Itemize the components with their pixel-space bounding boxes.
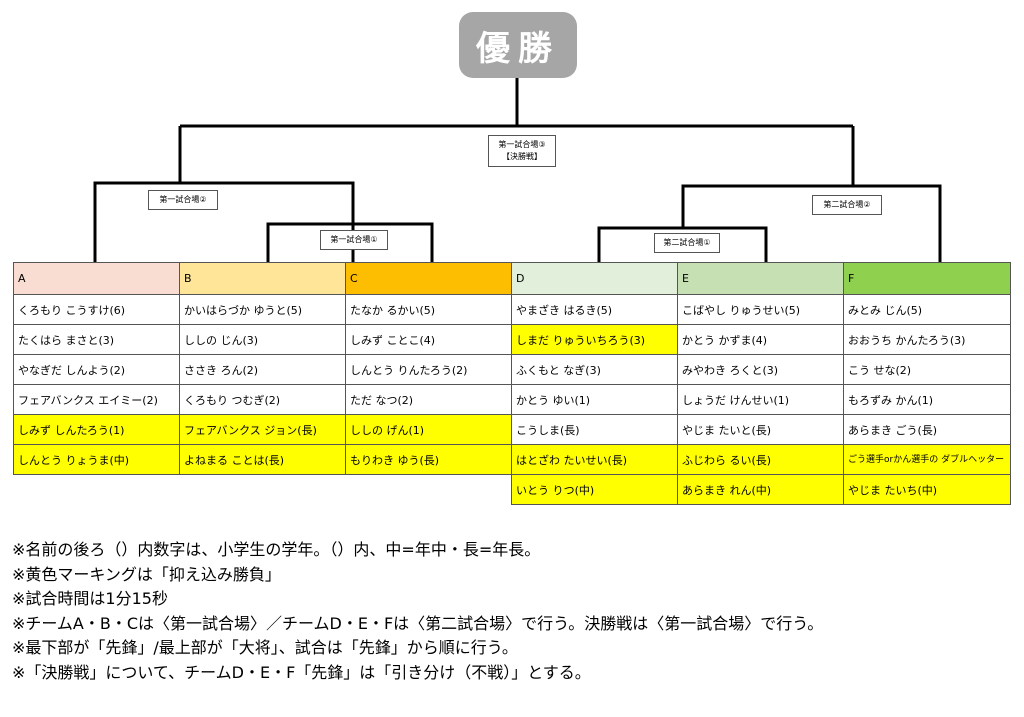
note-line: ※試合時間は1分15秒 (12, 589, 168, 608)
match-label-right-quarter: 第二試合場① (654, 233, 720, 253)
bracket-lines (93, 78, 942, 262)
team-header-b: B (179, 262, 346, 295)
player-row: やなぎだ しんよう(2)ささき ろん(2)しんとう りんたろう(2) (13, 354, 512, 385)
player-cell: たなか るかい(5) (345, 294, 512, 325)
player-cell: はとざわ たいせい(長) (511, 444, 678, 475)
player-cell: かいはらづか ゆうと(5) (179, 294, 346, 325)
match-label-right-semi: 第二試合場② (812, 195, 882, 215)
player-cell: もりわき ゆう(長) (345, 444, 512, 475)
notes: ※名前の後ろ（）内数字は、小学生の学年。（）内、中=年中・長=年長。 ※黄色マー… (12, 538, 823, 685)
note-line: ※最下部が「先鋒」/最上部が「大将」、試合は「先鋒」から順に行う。 (12, 638, 518, 657)
player-cell: あらまき ごう(長) (843, 414, 1011, 445)
note-line: ※チームA・B・Cは〈第一試合場〉／チームD・E・Fは〈第二試合場〉で行う。決勝… (12, 613, 824, 633)
player-cell: しまだ りゅういちろう(3) (511, 324, 678, 355)
note-line: ※名前の後ろ（）内数字は、小学生の学年。（）内、中=年中・長=年長。 (12, 540, 541, 559)
player-cell: ししの じん(3) (179, 324, 346, 355)
player-cell: みやわき ろくと(3) (677, 354, 844, 385)
player-cell: くろもり こうすけ(6) (13, 294, 180, 325)
bracket-line-right-quarter (597, 226, 768, 262)
player-row: はとざわ たいせい(長)ふじわら るい(長)ごう選手orかん選手の ダブルヘッタ… (511, 444, 1011, 475)
champion-box: 優勝 (459, 12, 577, 78)
player-cell: いとう りつ(中) (511, 474, 678, 505)
team-header-d: D (511, 262, 678, 295)
player-row: しまだ りゅういちろう(3)かとう かずま(4)おおうち かんたろう(3) (511, 324, 1011, 355)
player-cell: もろずみ かん(1) (843, 384, 1011, 415)
team-header-e: E (677, 262, 844, 295)
team-header-a: A (13, 262, 180, 295)
match-label-left-quarter: 第一試合場① (320, 230, 388, 250)
match-label-final: 第一試合場③ 【決勝戦】 (488, 135, 556, 167)
match-label-final-line2: 【決勝戦】 (502, 152, 542, 161)
player-cell: やまざき はるき(5) (511, 294, 678, 325)
player-row: しみず しんたろう(1)フェアバンクス ジョン(長)ししの げん(1) (13, 414, 512, 445)
match-label-final-line1: 第一試合場③ (498, 140, 546, 149)
bracket-line-left-quarter (266, 222, 434, 262)
team-header-f: F (843, 262, 1011, 295)
player-cell: たくはら まさと(3) (13, 324, 180, 355)
player-cell: ただ なつ(2) (345, 384, 512, 415)
player-row: やまざき はるき(5)こばやし りゅうせい(5)みとみ じん(5) (511, 294, 1011, 325)
player-row: たくはら まさと(3)ししの じん(3)しみず ことこ(4) (13, 324, 512, 355)
player-cell: こうしま(長) (511, 414, 678, 445)
player-cell: やなぎだ しんよう(2) (13, 354, 180, 385)
player-cell: しみず しんたろう(1) (13, 414, 180, 445)
player-cell: フェアバンクス エイミー(2) (13, 384, 180, 415)
player-cell: しんとう りんたろう(2) (345, 354, 512, 385)
team-table-left: A B C くろもり こうすけ(6)かいはらづか ゆうと(5)たなか るかい(5… (13, 262, 512, 475)
player-cell: かとう かずま(4) (677, 324, 844, 355)
player-cell: やじま たいち(中) (843, 474, 1011, 505)
note-line: ※「決勝戦」について、チームD・E・F「先鋒」は「引き分け（不戦）」とする。 (12, 662, 591, 682)
match-label-left-semi: 第一試合場② (148, 190, 218, 210)
player-cell: ふくもと なぎ(3) (511, 354, 678, 385)
player-row: かとう ゆい(1)しょうだ けんせい(1)もろずみ かん(1) (511, 384, 1011, 415)
player-cell: やじま たいと(長) (677, 414, 844, 445)
player-cell: しょうだ けんせい(1) (677, 384, 844, 415)
player-cell: ふじわら るい(長) (677, 444, 844, 475)
player-row: こうしま(長)やじま たいと(長)あらまき ごう(長) (511, 414, 1011, 445)
player-cell: ささき ろん(2) (179, 354, 346, 385)
team-table-right: D E F やまざき はるき(5)こばやし りゅうせい(5)みとみ じん(5)し… (511, 262, 1011, 505)
team-header-c: C (345, 262, 512, 295)
note-line: ※黄色マーキングは「抑え込み勝負」 (12, 564, 281, 584)
player-cell: しみず ことこ(4) (345, 324, 512, 355)
player-cell: かとう ゆい(1) (511, 384, 678, 415)
player-row: しんとう りょうま(中)よねまる ことは(長)もりわき ゆう(長) (13, 444, 512, 475)
player-row: くろもり こうすけ(6)かいはらづか ゆうと(5)たなか るかい(5) (13, 294, 512, 325)
player-cell: しんとう りょうま(中) (13, 444, 180, 475)
player-cell: ごう選手orかん選手の ダブルヘッター (843, 444, 1011, 475)
player-cell: こばやし りゅうせい(5) (677, 294, 844, 325)
player-cell: みとみ じん(5) (843, 294, 1011, 325)
player-cell: ししの げん(1) (345, 414, 512, 445)
player-cell: こう せな(2) (843, 354, 1011, 385)
player-row: フェアバンクス エイミー(2)くろもり つむぎ(2)ただ なつ(2) (13, 384, 512, 415)
player-cell: フェアバンクス ジョン(長) (179, 414, 346, 445)
player-row: いとう りつ(中)あらまき れん(中)やじま たいち(中) (511, 474, 1011, 505)
player-cell: あらまき れん(中) (677, 474, 844, 505)
player-cell: よねまる ことは(長) (179, 444, 346, 475)
player-row: ふくもと なぎ(3)みやわき ろくと(3)こう せな(2) (511, 354, 1011, 385)
player-cell: おおうち かんたろう(3) (843, 324, 1011, 355)
bracket-line-right-semi (681, 184, 942, 262)
player-cell: くろもり つむぎ(2) (179, 384, 346, 415)
